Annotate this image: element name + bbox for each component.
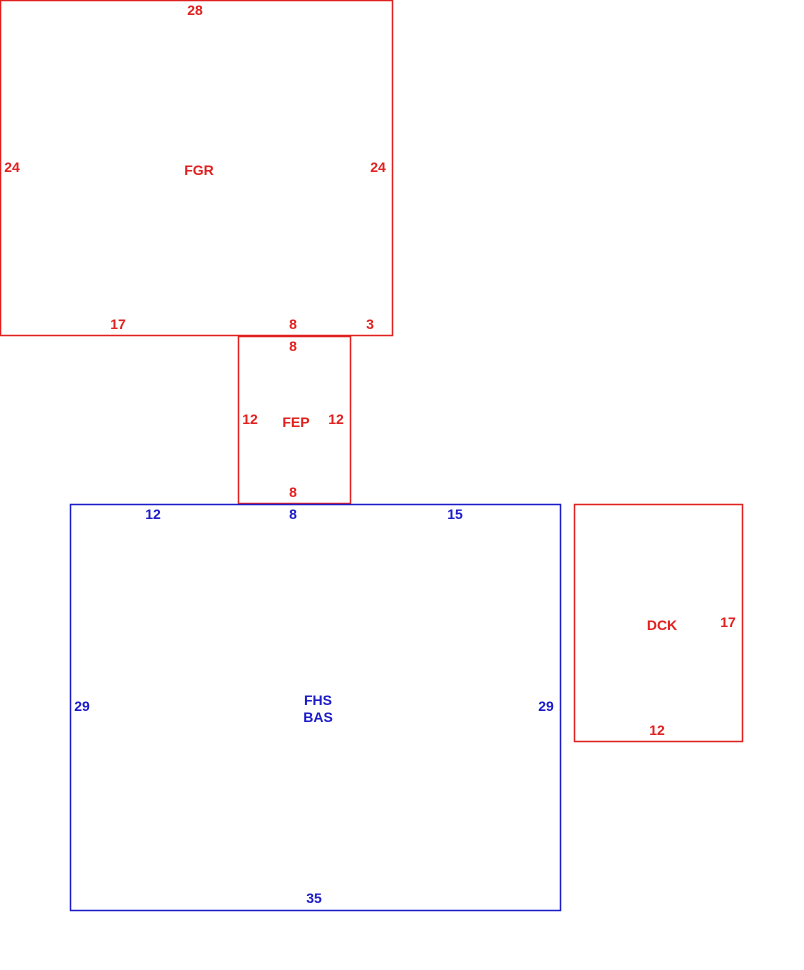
fhs-top-dimension-left: 12 [145,506,161,522]
fgr-bottom-dimension-right: 3 [366,316,374,332]
fgr-right-dimension: 24 [370,159,386,175]
fhs-bottom-dimension: 35 [306,890,322,906]
fgr-left-dimension: 24 [4,159,20,175]
dck-label: DCK [647,617,677,633]
area-fgr: 28 24 24 FGR 17 8 3 [0,0,394,337]
fhs-top-dimension-middle: 8 [289,506,297,522]
fhs-right-dimension: 29 [538,698,554,714]
dck-bottom-dimension: 12 [649,722,665,738]
dck-outline [573,503,744,743]
bas-label: BAS [303,709,333,725]
fhs-top-dimension-right: 15 [447,506,463,522]
area-dck: DCK 17 12 [573,503,744,743]
fep-left-dimension: 12 [242,411,258,427]
area-fhs-bas: 12 8 15 29 29 FHS BAS 35 [69,503,562,912]
fep-right-dimension: 12 [328,411,344,427]
fep-outline [237,335,352,505]
fgr-bottom-dimension-left: 17 [110,316,126,332]
fep-label: FEP [282,414,309,430]
fhs-left-dimension: 29 [74,698,90,714]
fep-top-dimension: 8 [289,338,297,354]
fgr-outline [0,0,394,337]
fep-bottom-dimension: 8 [289,484,297,500]
fgr-bottom-dimension-middle: 8 [289,316,297,332]
fhs-label: FHS [304,692,332,708]
fhs-outline [69,503,562,912]
area-fep: 8 12 12 FEP 8 [237,335,352,505]
fgr-top-dimension: 28 [187,2,203,18]
fgr-label: FGR [184,162,214,178]
dck-right-dimension: 17 [720,614,736,630]
